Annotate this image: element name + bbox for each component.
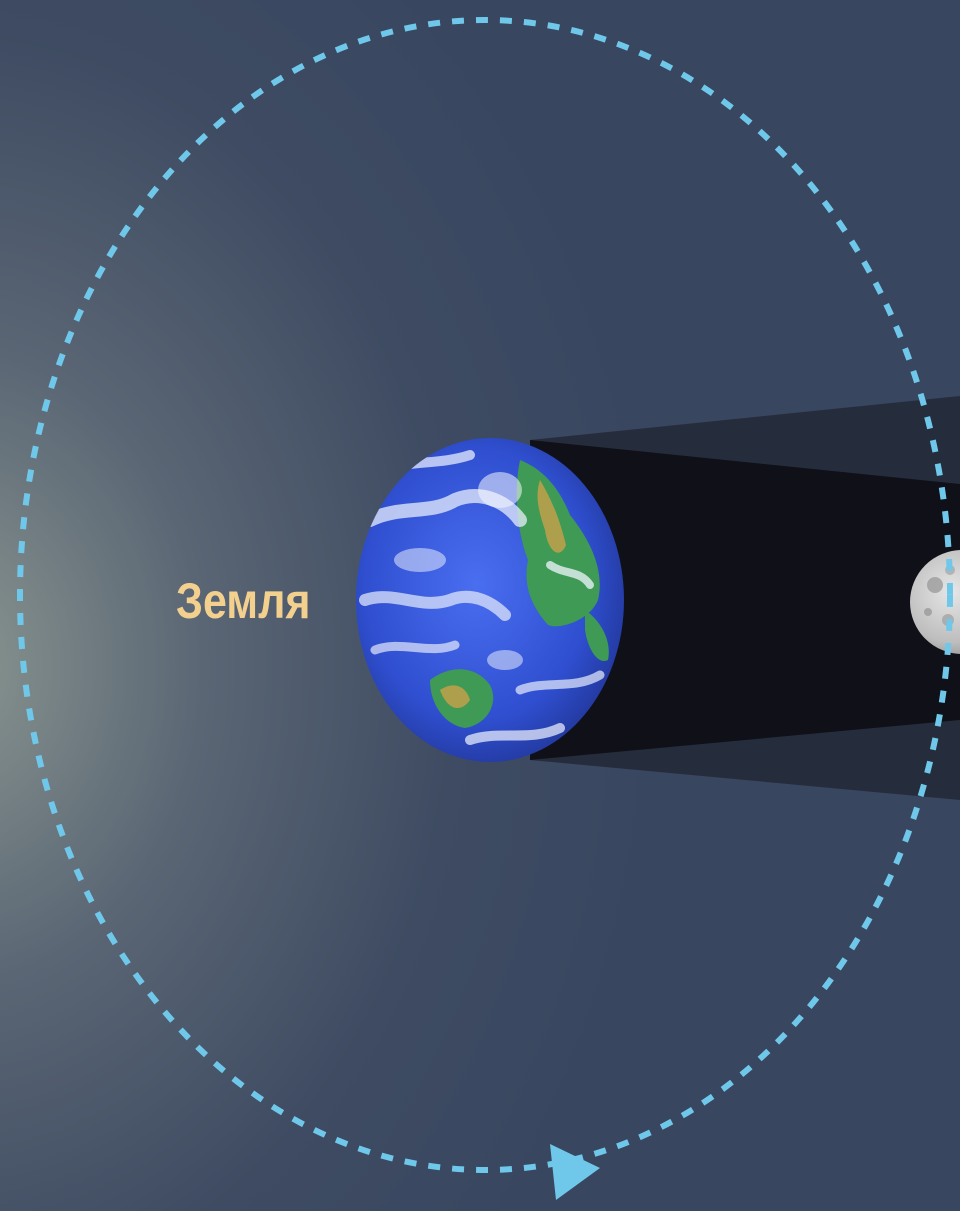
earth-label: Земля [176,573,311,629]
earth [356,438,624,762]
umbra-shadow [530,440,960,760]
moon-orbit [17,17,953,1173]
orbit-direction-arrow-icon [550,1144,600,1200]
